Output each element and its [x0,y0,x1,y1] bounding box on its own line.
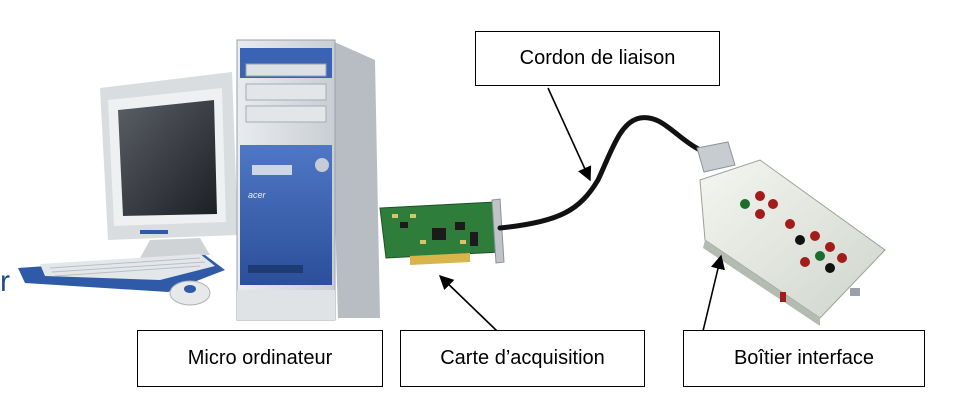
mouse [169,280,211,306]
arrow-cordon [547,87,592,182]
label-carte-acquisition: Carte d’acquisition [400,330,645,387]
label-boitier-interface: Boîtier interface [683,330,925,387]
arrow-carte [438,275,498,332]
keyboard [18,254,225,292]
label-micro-ordinateur: Micro ordinateur [137,330,383,387]
arrow-boitier [702,254,725,332]
label-text: Carte d’acquisition [440,347,605,369]
tower-brand-logo: acer [248,190,267,200]
label-text: Boîtier interface [733,347,875,369]
edge-mark: r [0,265,10,298]
connection-cable [497,115,703,231]
label-text: Micro ordinateur [187,347,333,369]
label-cordon-de-liaison: Cordon de liaison [475,31,720,86]
interface-box [696,141,886,326]
label-arrows [438,87,725,332]
tower: acer [236,39,380,321]
monitor [100,72,238,258]
label-text: Cordon de liaison [519,47,676,69]
acquisition-card [379,198,505,265]
